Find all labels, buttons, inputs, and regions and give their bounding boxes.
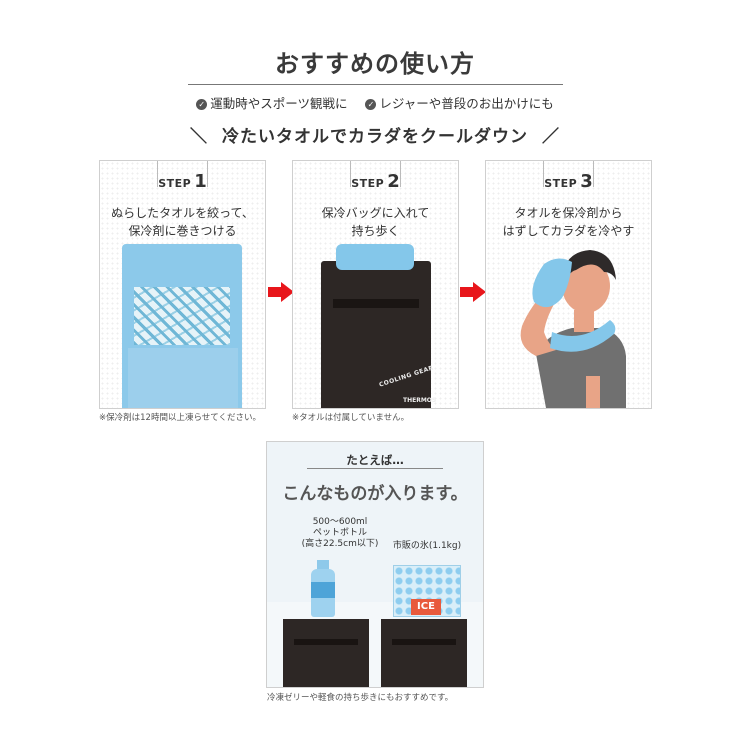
person-cooling-illustration <box>520 250 626 408</box>
use-cases: ✓運動時やスポーツ観戦に ✓レジャーや普段のお出かけにも <box>0 93 750 112</box>
towel-ice-pack <box>336 244 414 270</box>
title-divider <box>188 84 563 85</box>
arrow-right-icon <box>460 282 486 302</box>
slash-right: ／ <box>542 127 560 147</box>
step-3-text: タオルを保冷剤からはずしてカラダを冷やす <box>502 206 635 238</box>
towel-wrap <box>128 348 238 408</box>
bottle-wrapper <box>311 582 335 598</box>
cooler-bag <box>321 261 431 408</box>
example-note: 冷凍ゼリーや軽食の持ち歩きにもおすすめです。 <box>267 693 454 703</box>
arrow-right-icon <box>268 282 294 302</box>
check-icon: ✓ <box>196 99 208 110</box>
subtitle: ＼ 冷たいタオルでカラダをクールダウン ／ <box>0 122 750 147</box>
step-2-note: ※タオルは付属していません。 <box>292 413 410 423</box>
page-title: おすすめの使い方 <box>275 50 475 78</box>
bag-brand: THERMOS <box>403 397 437 404</box>
slash-left: ＼ <box>190 127 208 147</box>
bag-slot <box>333 299 419 308</box>
step-2-text: 保冷バッグに入れて持ち歩く <box>321 206 430 238</box>
ice-badge: ICE <box>411 599 441 615</box>
step-1-text: ぬらしたタオルを絞って、保冷剤に巻きつける <box>111 206 254 238</box>
bag-slot <box>294 639 358 645</box>
check-icon: ✓ <box>365 99 377 110</box>
cooler-bag-left <box>283 619 369 687</box>
bottle-cap <box>317 560 329 570</box>
use-case-sports: 運動時やスポーツ観戦に <box>210 96 348 111</box>
ice-label-text: 市販の氷(1.1kg) <box>392 541 462 551</box>
use-case-leisure: レジャーや普段のお出かけにも <box>379 96 554 111</box>
step-1-note: ※保冷剤は12時間以上凍らせてください。 <box>99 413 262 423</box>
bag-slot <box>392 639 456 645</box>
cooler-bag-right <box>381 619 467 687</box>
example-lead: たとえば… <box>346 453 404 467</box>
ice-pack <box>134 287 230 345</box>
example-divider <box>307 468 443 469</box>
example-heading: こんなものが入ります。 <box>282 484 468 504</box>
subtitle-text: 冷たいタオルでカラダをクールダウン <box>222 127 528 147</box>
